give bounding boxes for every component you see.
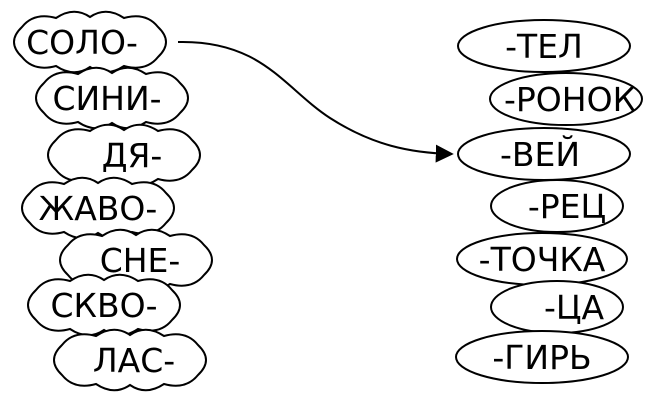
right-part-label: -ГИРЬ <box>492 338 591 377</box>
left-part-label: СНЕ- <box>100 241 181 280</box>
left-part-label: ЛАС- <box>93 341 175 380</box>
right-part-oval: -ТОЧКА <box>456 232 628 286</box>
right-part-label: -РЕЦ <box>528 187 606 226</box>
left-part-label: СОЛО- <box>26 23 138 62</box>
cloud-shape <box>53 328 207 392</box>
right-part-label: -ТОЧКА <box>479 240 606 279</box>
right-part-oval: -ГИРЬ <box>455 330 629 384</box>
oval-shape <box>457 19 631 73</box>
left-part-cloud: СКВО- <box>27 273 181 337</box>
left-part-cloud: СИНИ- <box>35 66 189 130</box>
right-part-label: -ВЕЙ <box>500 134 580 174</box>
left-part-cloud: ЛАС- <box>53 328 207 392</box>
cloud-shape <box>27 273 181 337</box>
right-part-oval: -ТЕЛ <box>457 19 631 73</box>
example-connecting-arrow <box>177 40 454 163</box>
oval-shape <box>490 179 624 233</box>
left-part-label: СИНИ- <box>52 79 161 118</box>
left-part-label: СКВО- <box>51 286 158 325</box>
oval-shape <box>455 330 629 384</box>
right-part-oval: -РОНОК <box>489 72 643 126</box>
cloud-shape <box>35 66 189 130</box>
left-part-label: ЖАВО- <box>39 189 158 228</box>
right-part-oval: -ВЕЙ <box>457 127 631 181</box>
right-part-oval: -ЦА <box>490 280 624 334</box>
left-part-cloud: СНЕ- <box>59 228 213 292</box>
left-part-label: ДЯ- <box>102 136 163 175</box>
left-part-cloud: СОЛО- <box>13 10 167 74</box>
left-part-cloud: ДЯ- <box>47 123 201 187</box>
cloud-shape <box>21 176 175 240</box>
right-part-oval: -РЕЦ <box>490 179 624 233</box>
left-part-cloud: ЖАВО- <box>21 176 175 240</box>
right-part-label: -ТЕЛ <box>505 27 583 66</box>
cloud-shape <box>13 10 167 74</box>
right-part-label: -РОНОК <box>504 80 636 119</box>
right-part-label: -ЦА <box>544 288 605 327</box>
oval-shape <box>489 72 643 126</box>
